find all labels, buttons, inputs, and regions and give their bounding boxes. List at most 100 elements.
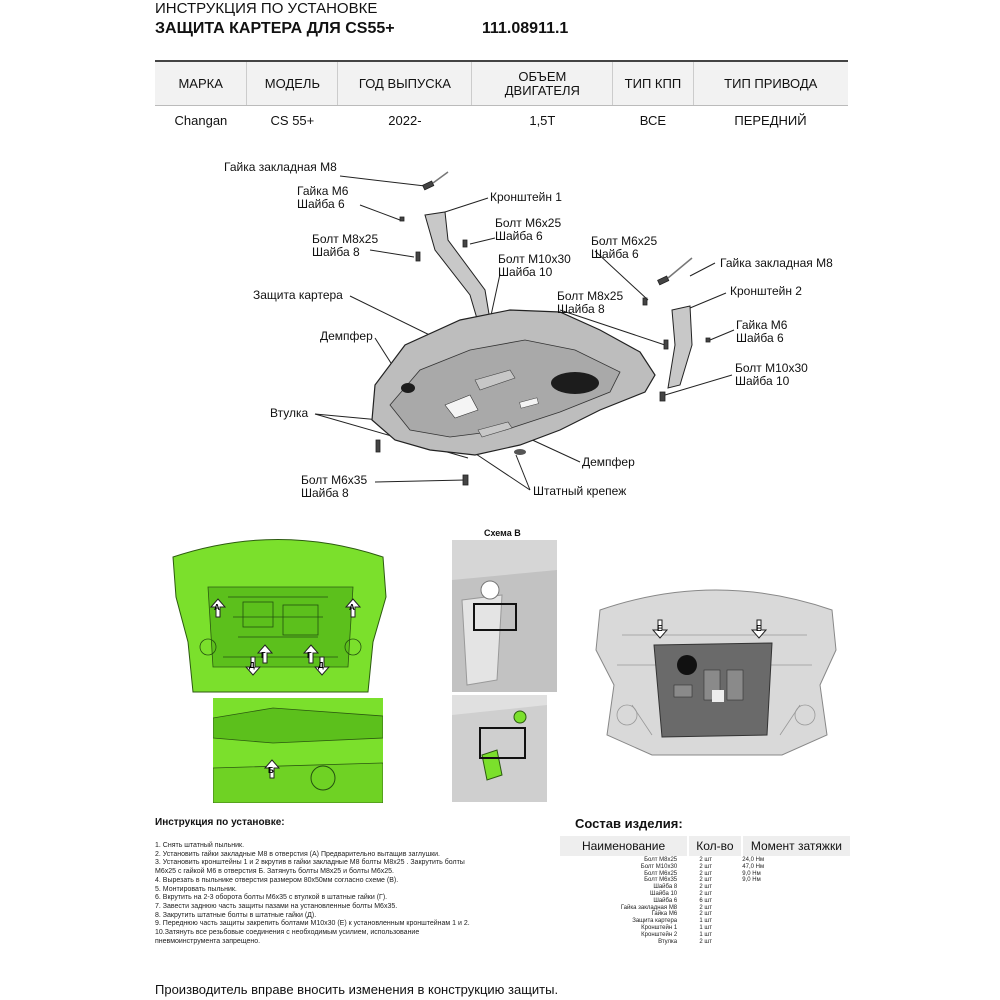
td-brand: Changan	[174, 112, 228, 128]
row-name: Гайка М6	[651, 911, 678, 918]
callout-line: Шайба 8	[557, 302, 605, 316]
underbody-photo-detail: Б	[213, 698, 383, 803]
row-qty: 2 шт	[699, 904, 712, 911]
row-torque	[730, 905, 850, 912]
spec-table: МАРКА МОДЕЛЬ ГОД ВЫПУСКА ОБЪЕМ ДВИГАТЕЛЯ…	[155, 60, 848, 134]
row-qty: 6 шт	[699, 897, 712, 904]
callout-nut-m8-a: Гайка закладная М8	[224, 160, 337, 174]
row-torque	[730, 939, 850, 946]
composition-title: Состав изделия:	[575, 816, 683, 831]
callout-line: Шайба 8	[301, 486, 349, 500]
row-name: Шайба 8	[653, 884, 678, 891]
row-name: Кронштейн 1	[641, 924, 678, 931]
row-name: Шайба 10	[649, 890, 678, 897]
header-line1: ИНСТРУКЦИЯ ПО УСТАНОВКЕ	[155, 0, 378, 17]
footer-note: Производитель вправе вносить изменения в…	[155, 982, 559, 997]
callout-line: Болт М8х25	[557, 289, 624, 303]
composition-header: Наименование Кол-во Момент затяжки	[560, 836, 850, 856]
instruction-line: пневмоинструмента запрещено.	[155, 937, 261, 945]
row-torque	[730, 898, 850, 905]
callout-line: Болт М10х30	[498, 252, 571, 266]
mark-g1: Г	[261, 651, 266, 660]
composition-col-torque: Момент затяжки	[742, 836, 850, 856]
instruction-line: 5. Монтировать пыльник.	[155, 885, 237, 893]
callout-bushing: Втулка	[270, 406, 309, 420]
callout-line: Шайба 6	[495, 229, 543, 243]
td-model: CS 55+	[270, 112, 315, 128]
instruction-line: 1. Снять штатный пыльник.	[155, 842, 245, 849]
td-year: 2022-	[388, 112, 422, 128]
mark-a2: А	[349, 603, 355, 612]
row-qty: 2 шт	[699, 877, 712, 884]
row-name: Болт М8х25	[644, 857, 678, 863]
composition-row: Кронштейн 1 1 шт	[560, 925, 850, 932]
mark-a1: А	[214, 603, 220, 612]
th-drive: ТИП ПРИВОДА	[692, 60, 848, 106]
instruction-line: 8. Закрутить штатные болты в штатные гай…	[155, 911, 317, 919]
callout-line: Шайба 8	[312, 245, 360, 259]
scheme-b-photo-2	[452, 695, 547, 802]
row-torque	[730, 884, 850, 891]
callout-line: Шайба 6	[591, 247, 639, 261]
row-torque	[730, 925, 850, 932]
callout-std-fasteners: Штатный крепеж	[533, 484, 627, 498]
row-qty: 1 шт	[699, 924, 712, 931]
row-qty: 1 шт	[699, 918, 712, 925]
callout-line: Болт М6х35	[301, 473, 368, 487]
composition-row: Болт М8х25 2 шт 24,0 Нм	[560, 857, 850, 864]
th-gearbox: ТИП КПП	[612, 60, 693, 106]
instruction-line: 4. Вырезать в пыльнике отверстия размеро…	[155, 876, 399, 884]
row-name: Кронштейн 2	[641, 931, 678, 938]
row-torque: 24,0 Нм	[742, 857, 765, 863]
td-drive: ПЕРЕДНИЙ	[734, 112, 807, 128]
header-code: 111.08911.1	[482, 20, 569, 37]
row-qty: 2 шт	[699, 857, 712, 863]
composition-row: Защита картера 1 шт	[560, 918, 850, 925]
row-name: Болт М10х30	[640, 863, 678, 870]
composition-col-qty: Кол-во	[689, 836, 741, 856]
td-engine: 1,5T	[529, 112, 556, 128]
mark-d2: Д	[318, 661, 324, 670]
instruction-line: 6. Вкрутить на 2-3 оборота болты М6х35 с…	[155, 894, 388, 902]
composition-row: Кронштейн 2 1 шт	[560, 932, 850, 939]
instructions-title: Инструкция по установке:	[155, 817, 285, 828]
instruction-line: 2. Установить гайки закладные М8 в отвер…	[155, 850, 440, 858]
callout-crank-guard: Защита картера	[253, 288, 343, 302]
header-title: ЗАЩИТА КАРТЕРА ДЛЯ CS55+	[155, 20, 395, 37]
row-qty: 1 шт	[699, 931, 712, 938]
th-engine: ОБЪЕМ ДВИГАТЕЛЯ	[471, 60, 613, 106]
instructions-list: 1. Снять штатный пыльник. 2. Установить …	[155, 842, 565, 946]
instruction-line: 3. Установить кронштейны 1 и 2 вкрутив в…	[155, 859, 465, 867]
underbody-photo-front: А А Г Г Д Д	[172, 539, 387, 693]
row-name: Болт М6х25	[644, 870, 678, 877]
callout-nut-m8-b: Гайка закладная М8	[720, 256, 833, 270]
callout-damper-b: Демпфер	[582, 455, 635, 469]
th-year: ГОД ВЫПУСКА	[337, 60, 472, 106]
scheme-title: Схема В	[484, 528, 521, 538]
row-torque	[730, 918, 850, 925]
callout-line: Шайба 10	[735, 374, 790, 388]
mark-g2: Г	[307, 651, 312, 660]
instruction-line: М6х25 с гайкой М6 в отверстия Б. Затянут…	[155, 868, 394, 876]
mark-d1: Д	[249, 661, 255, 670]
mark-e1: Е	[657, 624, 663, 633]
row-torque	[730, 932, 850, 939]
row-qty: 2 шт	[699, 870, 712, 877]
callout-line: Гайка М6	[736, 318, 788, 332]
callout-line: Шайба 6	[736, 331, 784, 345]
callout-line: Шайба 10	[498, 265, 553, 279]
row-name: Защита картера	[632, 918, 678, 925]
